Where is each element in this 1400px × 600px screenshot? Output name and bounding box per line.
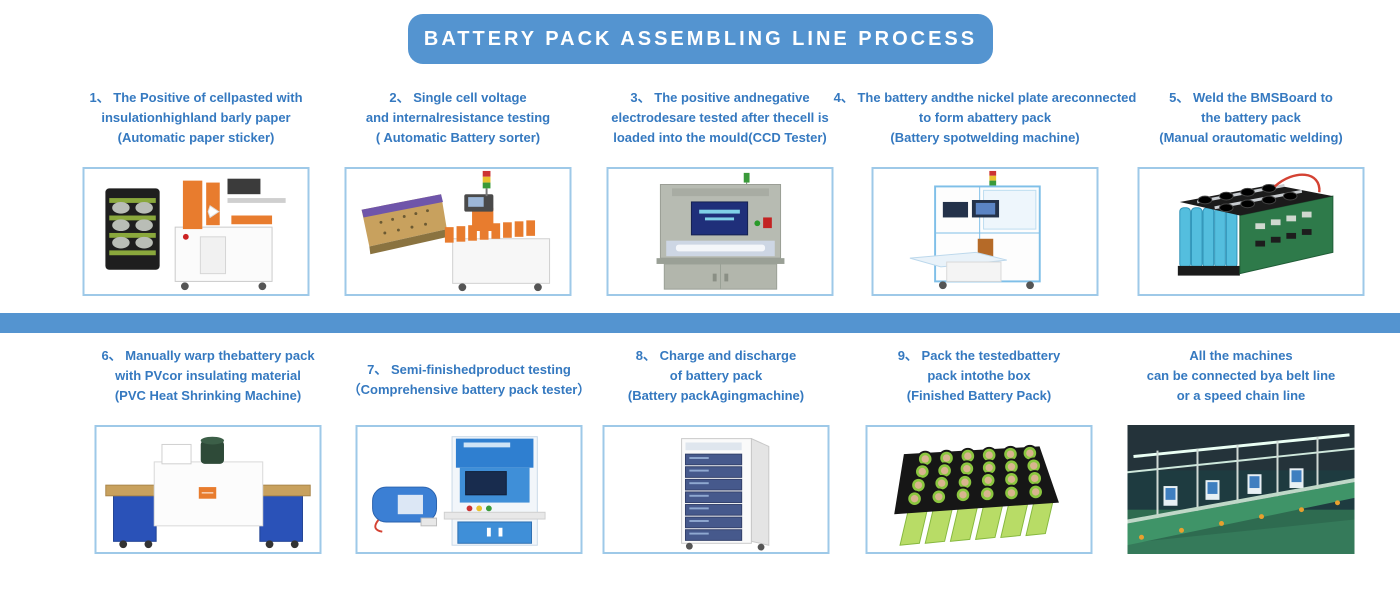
caption-line: to form abattery pack: [918, 110, 1052, 125]
caption-line: with PVcor insulating material: [115, 368, 301, 383]
page-title: BATTERY PACK ASSEMBLING LINE PROCESS: [423, 27, 978, 50]
battery-pack-aging-machine-illustration: [681, 437, 770, 551]
step-2-caption: 2、 Single cell voltage and internalresis…: [298, 88, 618, 148]
note-caption: All the machines can be connected bya be…: [1081, 346, 1400, 406]
caption-line: insulationhighland barly paper: [101, 110, 291, 125]
ccd-tester-machine-illustration: [656, 172, 785, 290]
spot-welding-machine-illustration: [909, 170, 1041, 290]
step-8-caption: 8、 Charge and discharge of battery pack …: [556, 346, 876, 406]
step-1-caption: 1、 The Positive of cellpasted with insul…: [36, 88, 356, 148]
step-9-caption: 9、 Pack the testedbattery pack intothe b…: [819, 346, 1139, 406]
caption-line: can be connected bya belt line: [1146, 368, 1336, 383]
step-3-image-ccd-tester: [606, 167, 834, 296]
pvc-heat-shrinking-machine-illustration: [105, 436, 311, 549]
paper-sticker-machine-illustration: [105, 178, 286, 291]
caption-line: pack intothe box: [927, 368, 1031, 383]
step-6-caption: 6、 Manually warp thebattery pack with PV…: [48, 346, 368, 406]
caption-line: the battery pack: [1201, 110, 1301, 125]
caption-line: 5、 Weld the BMSBoard to: [1169, 90, 1333, 105]
caption-line: 6、 Manually warp thebattery pack: [101, 348, 315, 363]
step-8-image-aging-machine: [602, 425, 830, 554]
caption-line: (Manual orautomatic welding): [1159, 130, 1343, 145]
step-6-image-heat-shrink-machine: [94, 425, 322, 554]
caption-line: (PVC Heat Shrinking Machine): [114, 388, 302, 403]
caption-line: of battery pack: [669, 368, 763, 383]
caption-line: （Comprehensive battery pack tester）: [347, 382, 591, 397]
caption-line: loaded into the mould(CCD Tester): [613, 130, 827, 145]
finished-battery-pack-illustration: [894, 444, 1059, 546]
caption-line: 1、 The Positive of cellpasted with: [89, 90, 303, 105]
caption-line: All the machines: [1189, 348, 1293, 363]
step-4-image-spot-welding-machine: [871, 167, 1099, 296]
caption-line: 2、 Single cell voltage: [389, 90, 527, 105]
caption-line: or a speed chain line: [1176, 388, 1306, 403]
step-3-caption: 3、 The positive andnegative electrodesar…: [560, 88, 880, 148]
caption-line: 7、 Semi-finishedproduct testing: [367, 362, 571, 377]
step-7-caption: 7、 Semi-finishedproduct testing （Compreh…: [309, 346, 629, 400]
battery-sorter-machine-illustration: [361, 170, 551, 292]
step-5-image-battery-pack-bms: [1137, 167, 1365, 296]
title-banner: BATTERY PACK ASSEMBLING LINE PROCESS: [408, 14, 993, 64]
caption-line: electrodesare tested after thecell is: [611, 110, 829, 125]
caption-line: ( Automatic Battery sorter): [375, 130, 541, 145]
caption-line: 4、 The battery andthe nickel plate areco…: [833, 90, 1137, 105]
belt-line-photo: [1127, 425, 1355, 554]
step-9-image-finished-pack: [865, 425, 1093, 554]
caption-line: and internalresistance testing: [365, 110, 551, 125]
step-2-image-battery-sorter: [344, 167, 572, 296]
battery-pack-with-bms-illustration: [1177, 173, 1334, 276]
caption-line: 3、 The positive andnegative: [630, 90, 810, 105]
comprehensive-battery-pack-tester-illustration: [372, 436, 546, 546]
divider-bar: [0, 313, 1400, 333]
caption-line: (Battery packAgingmachine): [627, 388, 805, 403]
step-1-image-automatic-paper-sticker: [82, 167, 310, 296]
step-4-caption: 4、 The battery andthe nickel plate areco…: [825, 88, 1145, 148]
caption-line: 8、 Charge and discharge: [635, 348, 797, 363]
caption-line: (Finished Battery Pack): [906, 388, 1052, 403]
caption-line: (Battery spotwelding machine): [890, 130, 1080, 145]
step-7-image-pack-tester: [355, 425, 583, 554]
caption-line: (Automatic paper sticker): [117, 130, 275, 145]
belt-line-factory-illustration: [1127, 425, 1355, 554]
caption-line: 9、 Pack the testedbattery: [897, 348, 1061, 363]
step-5-caption: 5、 Weld the BMSBoard to the battery pack…: [1091, 88, 1400, 148]
